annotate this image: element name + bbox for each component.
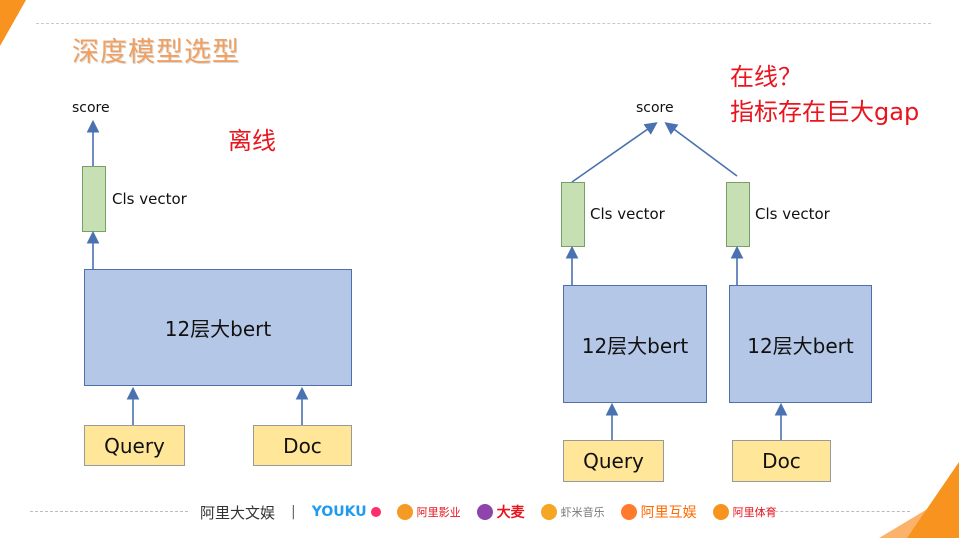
- right-cls-vector-label-2: Cls vector: [755, 205, 830, 223]
- footer-separator: |: [291, 504, 296, 520]
- right-query-label: Query: [583, 449, 644, 473]
- gap-note: 指标存在巨大gap: [730, 98, 920, 126]
- ali-sports-text: 阿里体育: [732, 506, 777, 519]
- footer-divider-left: [30, 511, 188, 512]
- ali-games-icon: [620, 504, 637, 520]
- left-query-box: Query: [84, 425, 185, 466]
- alibaba-pictures-logo: 阿里影业: [396, 504, 461, 520]
- right-bert-box-2: 12层大bert: [729, 285, 872, 403]
- footer-logos: 阿里大文娱 | YOUKU 阿里影业 大麦 虾米音乐 阿里互娱 阿里体育: [200, 500, 777, 524]
- alibaba-pictures-text: 阿里影业: [416, 506, 461, 519]
- online-label: 在线？: [730, 63, 802, 91]
- damai-icon: [476, 504, 493, 520]
- damai-text: 大麦: [496, 505, 525, 521]
- corner-decoration-top-left: [0, 0, 26, 46]
- right-bert-label-1: 12层大bert: [581, 333, 689, 358]
- right-score-label: score: [636, 100, 674, 116]
- left-bert-label: 12层大bert: [164, 317, 272, 341]
- right-arrow-vector2-to-score: [664, 122, 738, 177]
- youku-play-icon: [370, 507, 381, 517]
- youku-logo-text: YOUKU: [311, 504, 367, 520]
- right-bert-label-2: 12层大bert: [747, 333, 854, 358]
- left-doc-box: Doc: [253, 425, 352, 466]
- left-cls-vector-box: [82, 166, 106, 232]
- left-query-label: Query: [104, 433, 165, 458]
- youku-logo: YOUKU: [312, 504, 381, 520]
- right-cls-vector-box-1: [561, 182, 585, 247]
- ali-games-logo: 阿里互娱: [620, 502, 697, 522]
- right-query-box: Query: [563, 440, 664, 482]
- left-doc-label: Doc: [283, 433, 322, 458]
- xiami-text: 虾米音乐: [560, 506, 605, 519]
- right-cls-vector-box-2: [726, 182, 750, 247]
- left-score-label: score: [72, 100, 110, 116]
- offline-label: 离线: [228, 127, 276, 155]
- right-doc-label: Doc: [762, 449, 801, 473]
- footer-divider-right: [760, 511, 910, 512]
- right-cls-vector-label-1: Cls vector: [590, 205, 665, 223]
- left-cls-vector-label: Cls vector: [112, 190, 187, 208]
- xiami-icon: [540, 504, 557, 520]
- ali-games-text: 阿里互娱: [640, 505, 697, 521]
- damai-logo: 大麦: [476, 502, 525, 522]
- right-doc-box: Doc: [732, 440, 831, 482]
- corner-decoration-bottom-right: [907, 462, 959, 538]
- alibaba-pictures-icon: [396, 504, 413, 520]
- right-arrow-vector1-to-score: [571, 122, 658, 183]
- xiami-logo: 虾米音乐: [540, 504, 605, 520]
- left-bert-box: 12层大bert: [84, 269, 352, 386]
- right-bert-box-1: 12层大bert: [563, 285, 707, 403]
- top-divider: [36, 23, 931, 24]
- ali-sports-icon: [712, 504, 729, 520]
- ali-sports-logo: 阿里体育: [712, 504, 777, 520]
- slide-title: 深度模型选型: [72, 37, 240, 68]
- footer-brand: 阿里大文娱: [200, 503, 276, 522]
